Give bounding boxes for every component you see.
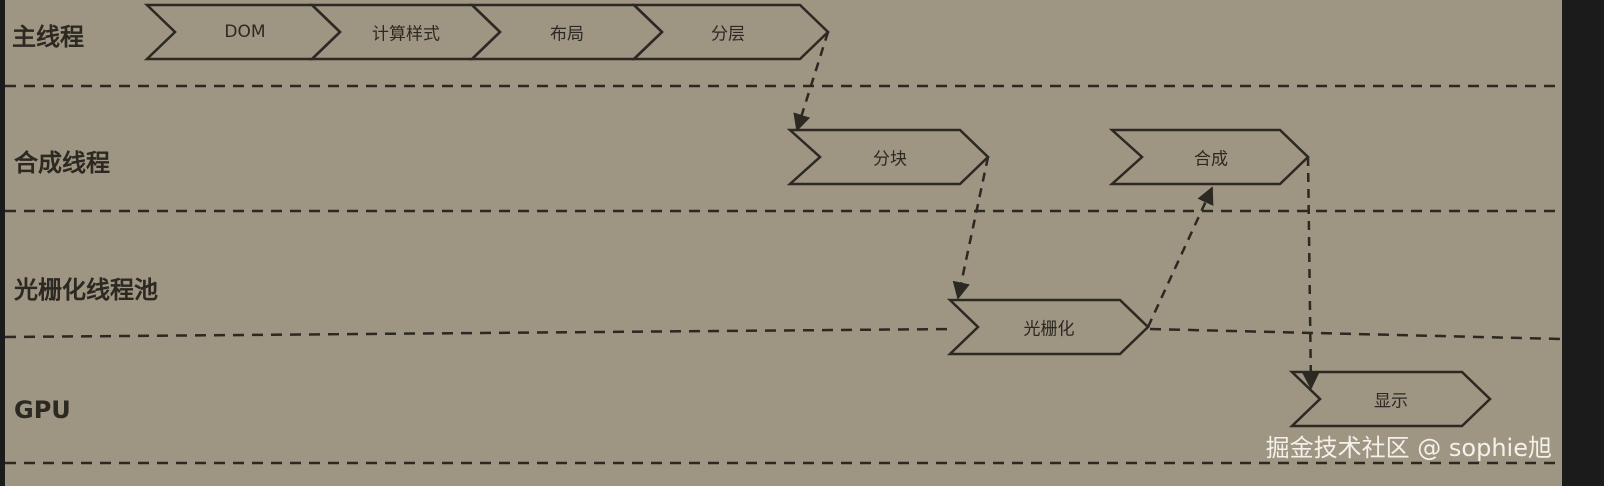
flow-layer-to-tiling [793, 31, 830, 132]
step-raster-shape [946, 298, 1150, 356]
flow-composite-to-display [1302, 156, 1320, 390]
flow-tiling-to-raster [952, 156, 990, 300]
lane-label-gpu: GPU [14, 396, 71, 424]
lane-label-main-thread: 主线程 [12, 23, 84, 51]
step-label-layout: 布局 [550, 24, 584, 45]
diagram-panel [5, 0, 1562, 486]
step-label-composite: 合成 [1194, 149, 1228, 170]
step-label-layer: 分层 [711, 24, 745, 45]
watermark-text: 掘金技术社区 @ sophie旭 [1265, 434, 1552, 462]
step-display-shape [1288, 370, 1492, 428]
step-label-dom: DOM [224, 22, 266, 42]
step-label-compute-style: 计算样式 [372, 24, 440, 45]
lane-divider-3a [4, 327, 956, 339]
step-composite-shape [1108, 128, 1310, 186]
step-label-display: 显示 [1374, 391, 1408, 412]
step-label-tiling: 分块 [873, 149, 907, 170]
flow-raster-to-composite [1146, 186, 1214, 328]
step-layer-shape [630, 3, 830, 61]
step-label-raster: 光栅化 [1023, 319, 1075, 340]
lane-label-compositor-thread: 合成线程 [14, 149, 110, 177]
lane-divider-3b [1149, 327, 1563, 341]
step-tiling-shape [786, 128, 990, 186]
lane-label-raster-thread-pool: 光栅化线程池 [14, 276, 158, 304]
